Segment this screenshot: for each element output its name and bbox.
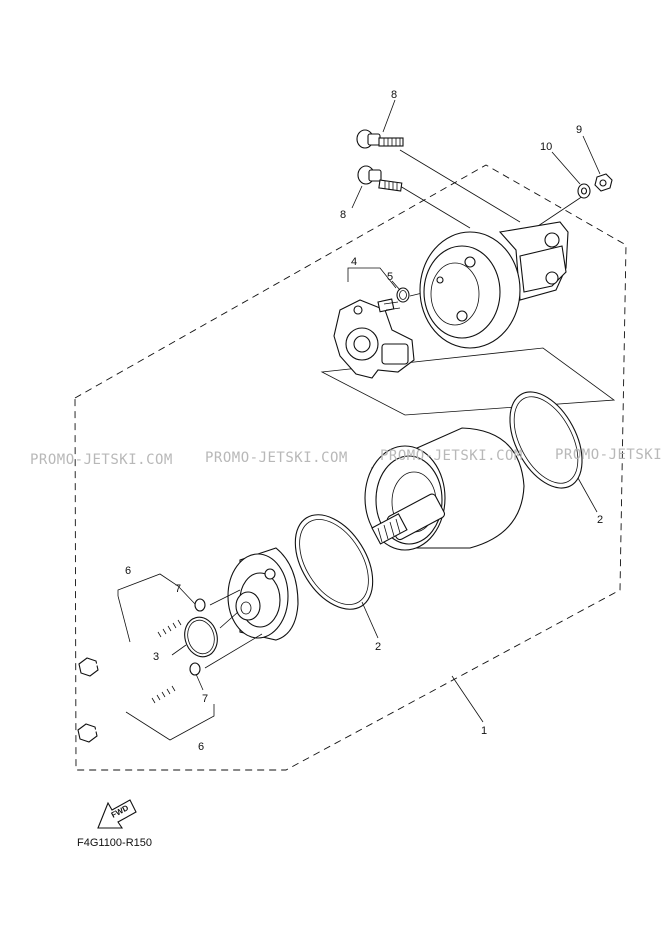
callout-7-lower: 7 (202, 693, 208, 705)
leader-2-front (361, 601, 379, 639)
callout-1: 1 (481, 725, 487, 737)
leader-6-lower (125, 704, 215, 741)
o-ring-2-front (294, 514, 374, 610)
leader-7-lower (195, 673, 204, 691)
leader-bolt-lower (399, 185, 471, 229)
watermark-2: PROMO-JETSKI.COM (205, 450, 348, 466)
callout-7-upper: 7 (175, 583, 181, 595)
bolt-8-lower (357, 165, 403, 192)
fwd-arrow-icon: FWD (97, 799, 137, 829)
callout-5: 5 (387, 271, 393, 283)
leader-5 (391, 280, 401, 291)
bracket-platform (320, 347, 616, 416)
callout-8-lower: 8 (340, 209, 346, 221)
leader-2-rear (577, 477, 598, 513)
leader-6-upper (117, 573, 196, 605)
through-bolt-6-lower (77, 675, 191, 743)
callout-8-upper: 8 (391, 89, 397, 101)
leader-4 (347, 267, 397, 289)
o-ring-7-lower (189, 662, 201, 676)
callout-9: 9 (576, 124, 582, 136)
leader-8b (351, 185, 363, 209)
nut-9 (594, 173, 613, 192)
watermark-1: PROMO-JETSKI.COM (30, 452, 173, 468)
leader-bolt-upper (399, 149, 521, 223)
yoke-armature (364, 427, 525, 551)
callout-6-upper: 6 (125, 565, 131, 577)
leader-3 (171, 644, 187, 656)
o-ring-7-upper (194, 598, 206, 612)
watermark-3: PROMO-JETSKI.COM (380, 448, 523, 464)
leader-9 (582, 135, 601, 175)
callout-10: 10 (540, 141, 552, 153)
o-ring-5-inner (399, 290, 407, 300)
o-ring-2-rear (509, 391, 583, 489)
front-cover (227, 547, 299, 641)
axis-leader-2 (204, 633, 263, 669)
callout-2-rear: 2 (597, 514, 603, 526)
leader-6-upper-b (117, 595, 131, 643)
diagram-code: F4G1100-R150 (77, 837, 152, 849)
brush-holder-4 (333, 298, 415, 379)
leader-10 (551, 151, 581, 185)
through-bolt-6-upper (78, 611, 197, 677)
callout-6-lower: 6 (198, 741, 204, 753)
axis-leader-3 (219, 611, 239, 629)
washer-10 (577, 183, 591, 199)
watermark-4: PROMO-JETSKI.COM (555, 447, 661, 463)
assembly-boundary (74, 164, 627, 771)
o-ring-3 (184, 616, 218, 658)
leader-8a (382, 99, 396, 133)
callout-2-front: 2 (375, 641, 381, 653)
rear-cover-housing (419, 221, 569, 349)
leader-1 (451, 675, 484, 723)
callout-3: 3 (153, 651, 159, 663)
axis-leader-1 (209, 589, 241, 606)
callout-4: 4 (351, 256, 357, 268)
bolt-8-upper (356, 129, 404, 149)
o-ring-5 (396, 287, 410, 303)
